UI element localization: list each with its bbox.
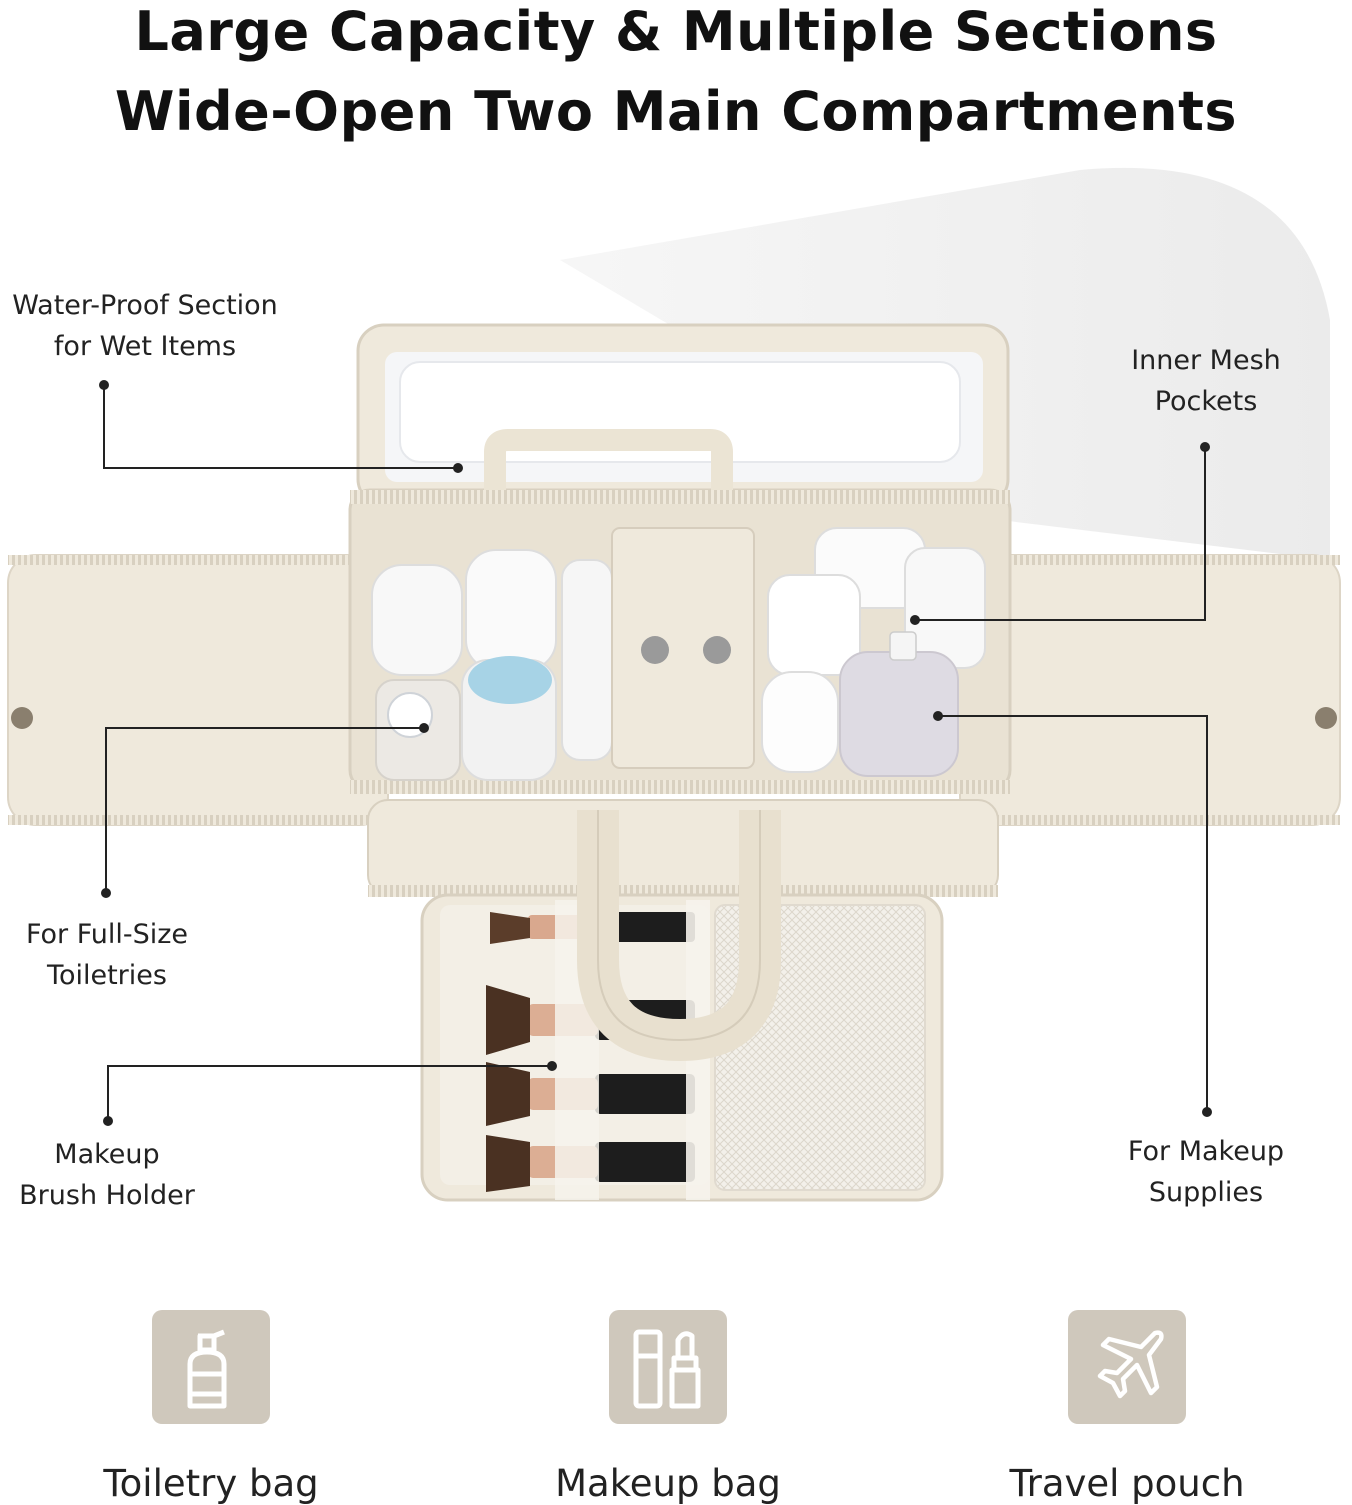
callout-inner-mesh-line-2: Pockets [1154, 386, 1258, 417]
product-illustration [7, 167, 1341, 1202]
callout-brush-holder-line-2: Brush Holder [19, 1180, 195, 1211]
callout-full-size-toiletries: For Full-Size Toiletries [0, 914, 214, 996]
callout-wet-items: Water-Proof Section for Wet Items [0, 285, 290, 367]
callout-wet-items-line-2: for Wet Items [53, 331, 237, 362]
lotion-bottle-icon [187, 1329, 227, 1409]
airplane-icon [1097, 1330, 1164, 1399]
callout-brush-holder: Makeup Brush Holder [0, 1134, 214, 1216]
feature-label: Travel pouch [1009, 1462, 1245, 1505]
left-flap [7, 554, 389, 826]
feature-tile [1068, 1310, 1186, 1424]
headline-line-2: Wide-Open Two Main Compartments [114, 80, 1238, 143]
headline-line-1: Large Capacity & Multiple Sections [134, 0, 1218, 63]
callout-makeup-supplies: For Makeup Supplies [1100, 1131, 1312, 1213]
callout-inner-mesh-line-1: Inner Mesh [1131, 345, 1281, 376]
feature-makeup-bag: Makeup bag [538, 1310, 798, 1505]
feature-toiletry-bag: Toiletry bag [81, 1310, 341, 1505]
callout-makeup-supplies-line-2: Supplies [1148, 1177, 1264, 1208]
feature-tile [609, 1310, 727, 1424]
callout-full-size-line-1: For Full-Size [25, 919, 189, 950]
callout-wet-items-line-1: Water-Proof Section [12, 290, 278, 321]
callout-leaders [99, 380, 1212, 1126]
feature-label: Toiletry bag [103, 1462, 319, 1505]
right-flap [959, 554, 1341, 826]
callout-full-size-line-2: Toiletries [47, 960, 167, 991]
front-band [367, 799, 999, 897]
lipstick-icon [633, 1329, 701, 1409]
callout-makeup-supplies-line-1: For Makeup [1127, 1136, 1285, 1167]
feature-tile [152, 1310, 270, 1424]
top-wet-compartment [356, 323, 1010, 507]
main-compartment [348, 429, 1012, 794]
callout-inner-mesh: Inner Mesh Pockets [1100, 340, 1312, 422]
callout-brush-holder-line-1: Makeup [54, 1139, 160, 1170]
feature-travel-pouch: Travel pouch [997, 1310, 1257, 1505]
feature-label: Makeup bag [555, 1462, 781, 1505]
